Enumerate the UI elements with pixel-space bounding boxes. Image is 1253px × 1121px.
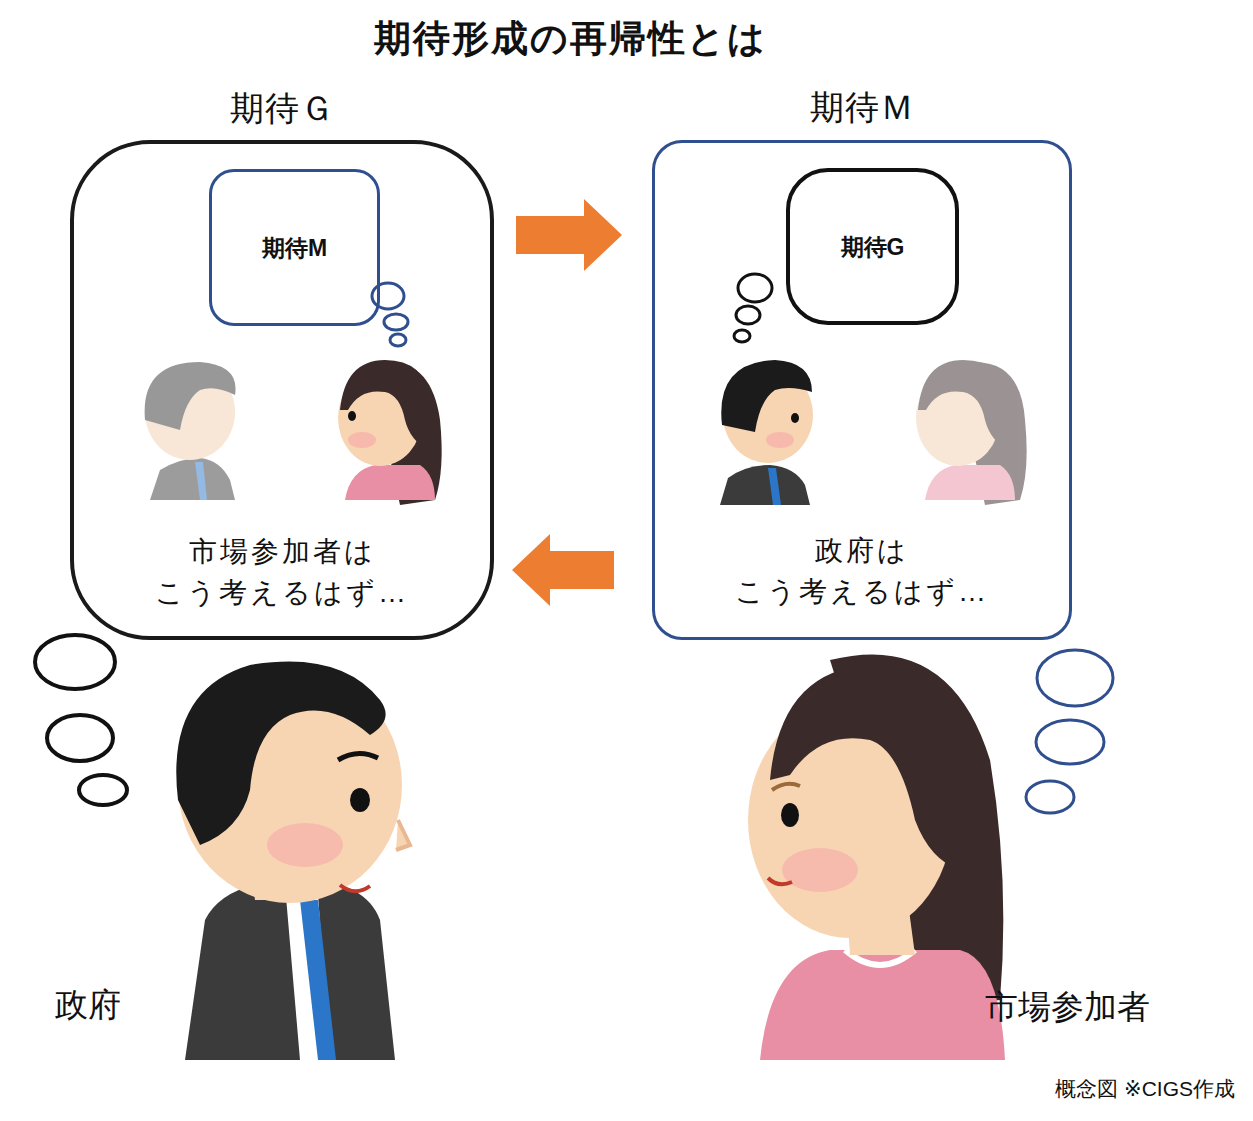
block-arrow	[512, 534, 614, 606]
inner-box: 期待G	[786, 168, 959, 325]
source-note: 概念図 ※CIGS作成	[1055, 1075, 1235, 1103]
thought-bubbles	[35, 635, 127, 805]
box-body: 市場参加者は こう考えるはず…	[137, 532, 427, 613]
market-woman	[748, 654, 1005, 1060]
small-man	[720, 360, 813, 505]
small-woman	[338, 360, 442, 505]
small-bubbles	[734, 274, 772, 342]
person-label: 市場参加者	[985, 985, 1150, 1030]
inner-label: 期待G	[790, 231, 955, 262]
faded-man	[145, 362, 236, 500]
thought-bubbles	[1026, 650, 1113, 813]
outer-box: 期待Ｇ市場参加者は こう考えるはず…期待M	[70, 140, 494, 640]
person-label: 政府	[55, 983, 121, 1028]
inner-box: 期待M	[209, 169, 380, 326]
block-arrow	[516, 199, 622, 271]
inner-label: 期待M	[212, 232, 377, 263]
box-heading: 期待Ｍ	[655, 85, 1069, 131]
box-body: 政府は こう考えるはず…	[717, 531, 1007, 612]
faded-woman	[916, 360, 1027, 505]
box-heading: 期待Ｇ	[74, 86, 490, 132]
title: 期待形成の再帰性とは	[0, 14, 1140, 64]
outer-box: 期待Ｍ政府は こう考えるはず…期待G	[652, 140, 1072, 640]
government-man	[176, 662, 410, 1060]
